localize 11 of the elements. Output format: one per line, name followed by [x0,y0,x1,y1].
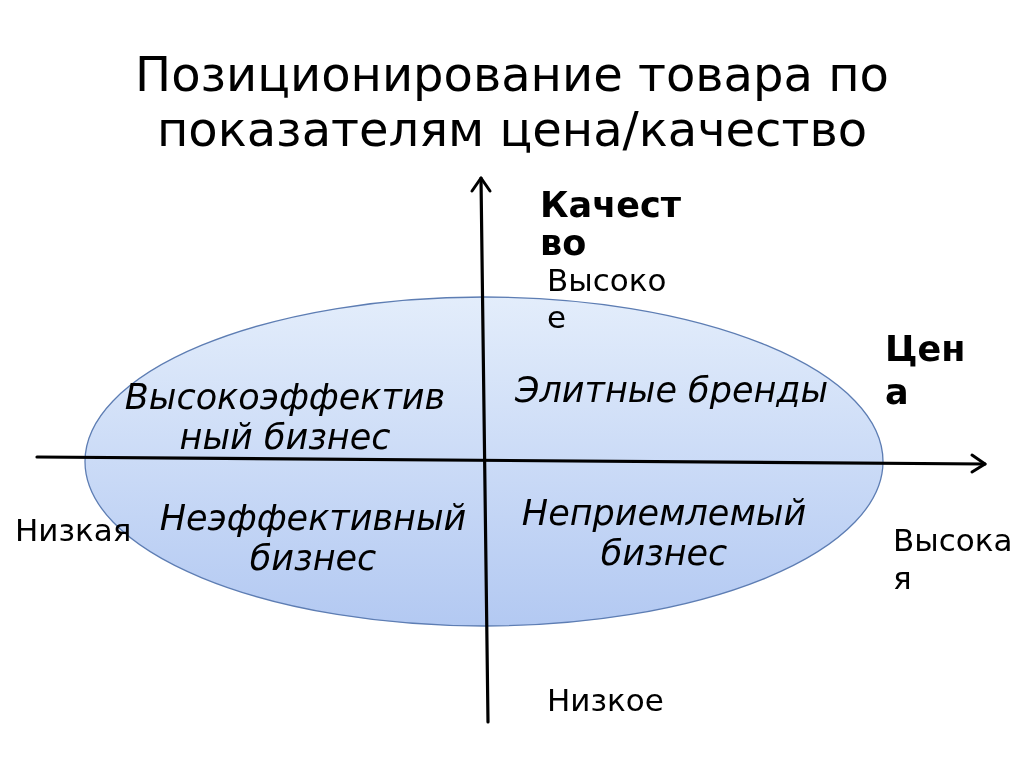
axis-end-label: Высокая [893,521,1014,597]
axis-title: Качество [540,186,683,262]
axis-end-label: Низкое [547,681,664,719]
quadrant-label: Элитные бренды [515,370,829,410]
axis-end-label: Низкая [15,511,132,549]
quadrant-label: Неэффективный бизнес [159,498,467,578]
axis-end-label: Высокое [547,262,668,336]
quadrant-label: Высокоэффективный бизнес [123,377,447,457]
quadrant-label: Неприемлемый бизнес [521,493,807,573]
axis-title: Цена [885,328,967,414]
slide-title: Позиционирование товара по показателям цена/качество [135,46,889,157]
